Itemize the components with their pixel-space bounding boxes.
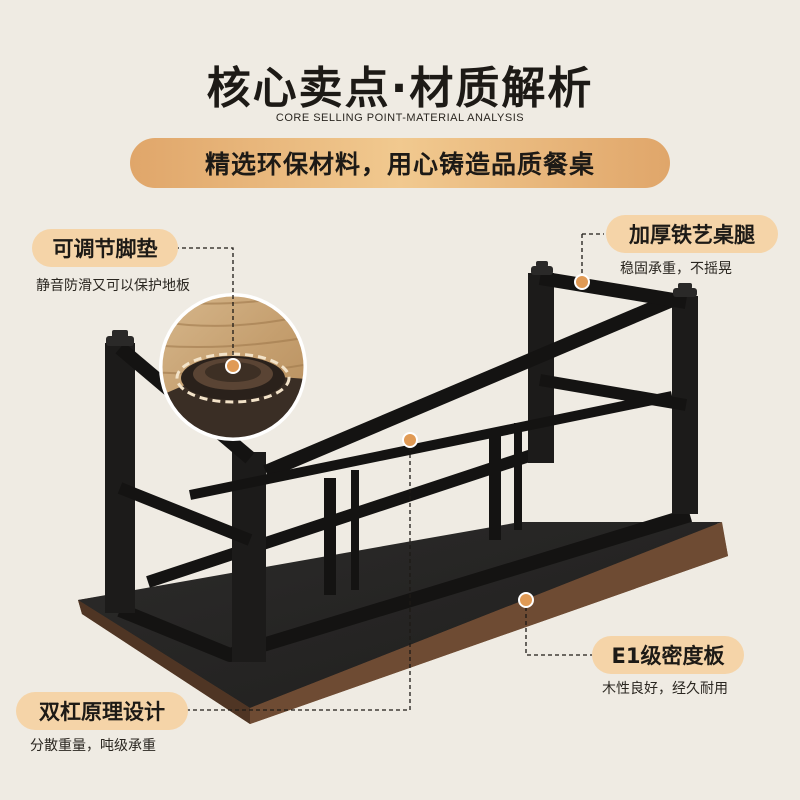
page-title: 核心卖点·材质解析 [206, 63, 594, 114]
callout-double-bar-label: 双杠原理设计 [16, 692, 188, 730]
callout-board-desc: 木性良好，经久耐用 [602, 681, 728, 697]
callout-thick-leg-label: 加厚铁艺桌腿 [606, 215, 778, 253]
callout-board-label: E1级密度板 [592, 636, 744, 674]
callout-foot-pad-desc: 静音防滑又可以保护地板 [36, 278, 190, 294]
callout-double-bar-desc: 分散重量，吨级承重 [30, 738, 156, 754]
marker-dots [225, 274, 590, 608]
page-subtitle: CORE SELLING POINT-MATERIAL ANALYSIS [275, 112, 525, 124]
callout-foot-pad-label: 可调节脚垫 [32, 229, 178, 267]
foot-pad-icon [106, 261, 697, 346]
headline-banner: 精选环保材料，用心铸造品质餐桌 [130, 138, 670, 188]
callout-thick-leg-desc: 稳固承重，不摇晃 [620, 261, 732, 277]
leader-lines [175, 233, 604, 711]
